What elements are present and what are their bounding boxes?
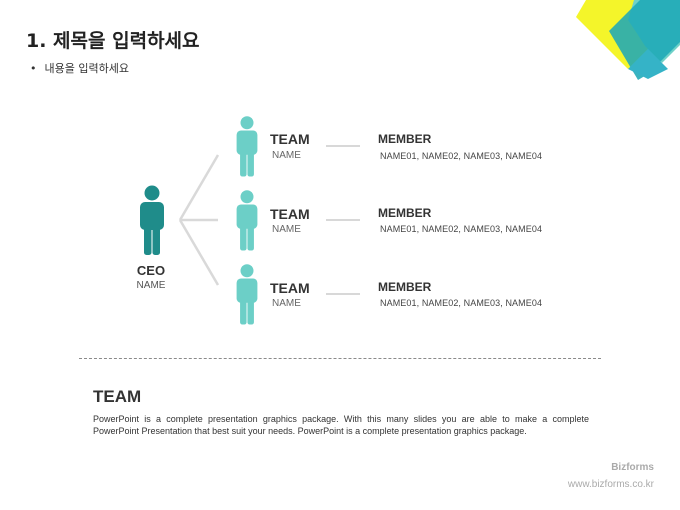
deco-teal-tip — [628, 49, 668, 79]
team-member-connector — [326, 219, 360, 221]
org-connectors — [178, 154, 220, 286]
member-names: NAME01, NAME02, NAME03, NAME04 — [380, 298, 543, 308]
section-description: PowerPoint is a complete presentation gr… — [93, 414, 589, 436]
team-name: NAME — [272, 150, 301, 161]
ceo-name: NAME — [136, 280, 166, 291]
connector-line-bottom — [178, 219, 220, 286]
footer-url: www.bizforms.co.kr — [567, 479, 654, 490]
member-names: NAME01, NAME02, NAME03, NAME04 — [380, 151, 543, 161]
team-member-connector — [326, 293, 360, 295]
bullet-text: 내용을 입력하세요 — [44, 62, 129, 75]
section-title: TEAM — [93, 387, 142, 406]
bullet-dot-icon: • — [30, 62, 37, 75]
dotted-separator — [79, 358, 601, 359]
ceo-label: CEO — [136, 263, 166, 278]
team-member-connector — [326, 145, 360, 147]
member-label: MEMBER — [378, 132, 432, 146]
deco-teal-shape — [609, 0, 680, 80]
ceo-person-icon — [140, 185, 164, 255]
team-name: NAME — [272, 298, 301, 309]
team-name: NAME — [272, 224, 301, 235]
member-names: NAME01, NAME02, NAME03, NAME04 — [380, 224, 543, 234]
team-label: TEAM — [270, 131, 310, 147]
corner-decoration — [576, 0, 680, 80]
team-label: TEAM — [270, 280, 310, 296]
team-label: TEAM — [270, 206, 310, 222]
connector-line-top — [178, 154, 220, 221]
team-person-icon — [236, 190, 258, 251]
bullet-item: • 내용을 입력하세요 — [30, 60, 129, 76]
slide-title: 1. 제목을 입력하세요 — [26, 30, 200, 52]
member-label: MEMBER — [378, 280, 432, 294]
footer-brand: Bizforms — [611, 462, 654, 473]
member-label: MEMBER — [378, 206, 432, 220]
team-person-icon — [236, 264, 258, 325]
team-person-icon — [236, 116, 258, 177]
